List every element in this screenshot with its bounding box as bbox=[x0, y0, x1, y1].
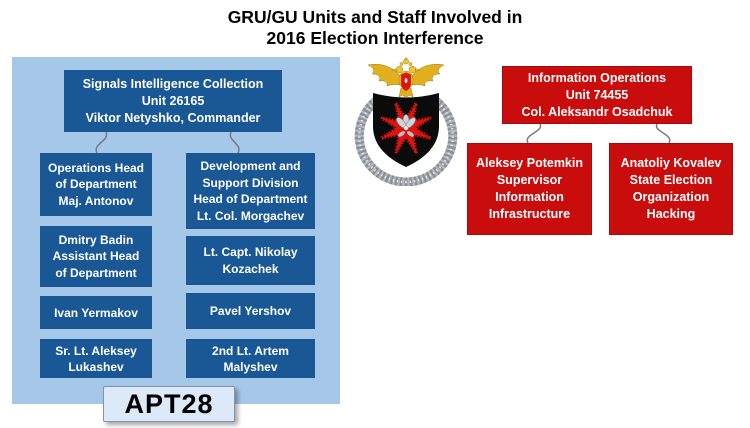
node-pavel-yershov: Pavel Yershov bbox=[186, 293, 315, 329]
silver-flower bbox=[396, 114, 416, 137]
gru-emblem-icon bbox=[354, 57, 458, 186]
apt28-label: APT28 bbox=[103, 386, 235, 422]
connector-74455-right bbox=[655, 123, 671, 144]
node-ivan-yermakov: Ivan Yermakov bbox=[40, 296, 152, 329]
node-dmitry-badin: Dmitry Badin Assistant Head of Departmen… bbox=[40, 226, 152, 287]
double-headed-eagle bbox=[367, 57, 445, 99]
wreath bbox=[354, 96, 458, 186]
node-development-support: Development and Support Division Head of… bbox=[186, 153, 315, 229]
node-unit-74455-header: Information Operations Unit 74455 Col. A… bbox=[502, 66, 692, 124]
node-aleksey-lukashev: Sr. Lt. Aleksey Lukashev bbox=[40, 339, 152, 378]
node-unit-26165-header: Signals Intelligence Collection Unit 261… bbox=[64, 70, 282, 132]
node-artem-malyshev: 2nd Lt. Artem Malyshev bbox=[186, 339, 315, 378]
connector-74455-left bbox=[526, 123, 542, 144]
node-nikolay-kozachek: Lt. Capt. Nikolay Kozachek bbox=[186, 236, 315, 285]
node-anatoliy-kovalev: Anatoliy Kovalev State Election Organiza… bbox=[609, 143, 733, 235]
diagram-title: GRU/GU Units and Staff Involved in 2016 … bbox=[227, 7, 523, 48]
node-aleksey-potemkin: Aleksey Potemkin Supervisor Information … bbox=[467, 143, 592, 235]
node-operations-head: Operations Head of Department Maj. Anton… bbox=[40, 153, 152, 216]
